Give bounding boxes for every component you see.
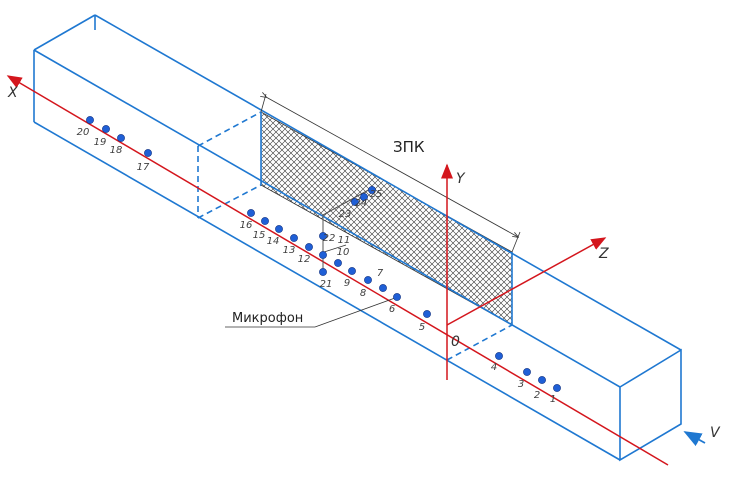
microphone-point-label-8: 8: [360, 288, 366, 299]
zone-label: ЗПК: [393, 138, 425, 156]
z-axis-label: Z: [598, 246, 609, 262]
microphone-point-label-2: 2: [534, 390, 540, 401]
microphone-point-6: [393, 293, 401, 301]
microphone-point-label-11: 11: [338, 235, 351, 246]
x-axis-line: [6, 75, 669, 466]
microphone-point-label-18: 18: [110, 145, 123, 156]
microphone-point-4: [495, 352, 503, 360]
microphone-point-label-13: 13: [283, 245, 296, 256]
microphone-point-7: [379, 284, 387, 292]
microphone-point-label-22: 22: [323, 233, 336, 244]
microphone-point-label-12: 12: [298, 254, 311, 265]
microphone-point-22: [319, 232, 327, 240]
microphone-point-label-24: 24: [355, 198, 368, 209]
z-axis-line: [446, 237, 607, 326]
microphone-point-label-4: 4: [491, 362, 497, 373]
microphone-point-label-3: 3: [518, 379, 524, 390]
microphone-points: 1234567891011121314151617181920212223242…: [77, 116, 561, 405]
microphone-point-label-9: 9: [344, 278, 350, 289]
flow-label: V: [710, 425, 721, 441]
microphone-point-label-20: 20: [77, 127, 90, 138]
microphone-point-21: [319, 268, 327, 276]
microphone-point-11: [319, 251, 327, 259]
zone-dimension: [261, 94, 521, 253]
microphone-point-label-5: 5: [419, 322, 425, 333]
microphone-point-12: [305, 243, 313, 251]
microphone-point-16: [247, 209, 255, 217]
microphone-point-label-1: 1: [550, 394, 556, 405]
microphone-point-18: [117, 134, 125, 142]
microphone-point-label-23: 23: [339, 209, 352, 220]
microphone-point-label-25: 25: [370, 189, 383, 200]
microphone-point-13: [290, 234, 298, 242]
microphone-point-10: [334, 259, 342, 267]
microphone-point-20: [86, 116, 94, 124]
x-axis-label: X: [7, 85, 18, 101]
microphone-point-25: [368, 186, 376, 194]
microphone-point-15: [261, 217, 269, 225]
y-axis-label: Y: [456, 171, 466, 187]
microphone-point-23: [351, 198, 359, 206]
microphone-point-3: [523, 368, 531, 376]
microphone-point-label-17: 17: [137, 162, 150, 173]
microphone-point-2: [538, 376, 546, 384]
microphone-point-label-10: 10: [337, 247, 350, 258]
microphone-point-5: [423, 310, 431, 318]
microphone-point-14: [275, 225, 283, 233]
microphone-point-label-15: 15: [253, 230, 266, 241]
microphone-point-9: [348, 267, 356, 275]
microphone-point-19: [102, 125, 110, 133]
microphone-point-1: [553, 384, 561, 392]
microphone-point-label-7: 7: [377, 268, 384, 279]
microphone-point-label-21: 21: [320, 279, 333, 290]
mic-stand-arm: [322, 187, 373, 216]
microphone-point-label-14: 14: [267, 236, 280, 247]
flow-arrow: [683, 431, 706, 447]
microphone-point-label-16: 16: [240, 220, 253, 231]
microphone-point-label-6: 6: [389, 304, 395, 315]
microphone-label: Микрофон: [232, 311, 303, 326]
microphone-point-label-19: 19: [94, 137, 107, 148]
microphone-point-17: [144, 149, 152, 157]
test-zone-hatch: [260, 111, 513, 326]
microphone-point-24: [360, 193, 368, 201]
microphone-point-8: [364, 276, 372, 284]
origin-label: 0: [451, 334, 460, 350]
